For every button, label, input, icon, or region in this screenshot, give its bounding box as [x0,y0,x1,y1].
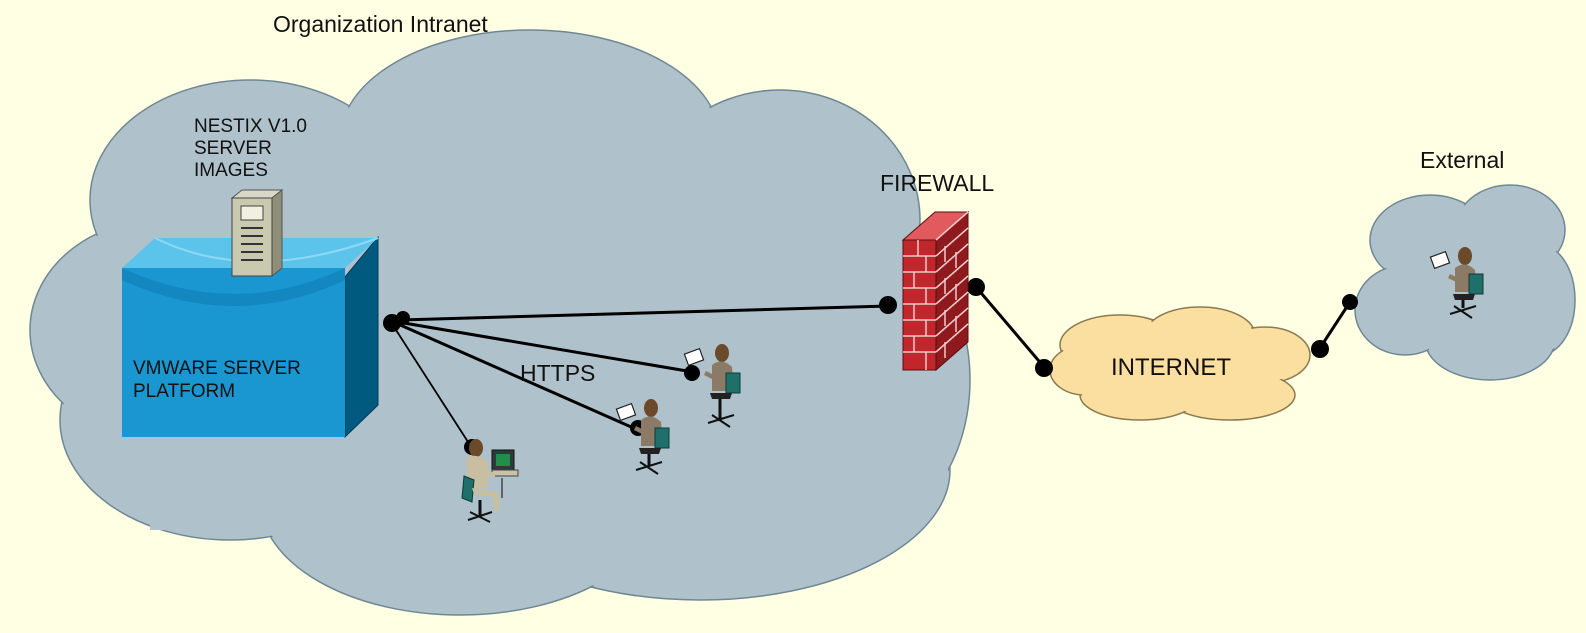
link-firewall-internet [974,286,1046,368]
desktop-user-icon [461,439,519,523]
link-platform-laptop-user-2 [397,322,639,432]
firewall-label: FIREWALL [880,170,994,196]
internet-cloud [1049,306,1311,421]
link-platform-workstation-user [395,329,471,446]
link-platform-laptop-user-1 [397,320,694,374]
internet-label: INTERNET [1111,354,1231,381]
server-tower-icon [230,188,284,278]
laptop-user-icon [615,399,670,475]
laptop-user-icon [1429,247,1484,319]
platform-label-line-2: PLATFORM [133,381,235,402]
external-cloud [1354,184,1576,381]
server-images-label-line-3: IMAGES [194,160,268,181]
intranet-label: Organization Intranet [273,11,488,37]
brick-wall-icon [901,210,970,372]
laptop-user-icon [683,344,741,428]
link-platform-firewall [399,304,889,322]
link-internet-external [1318,301,1352,349]
external-label: External [1420,147,1504,173]
https-label: HTTPS [520,360,595,386]
connection-lines [395,286,1352,446]
platform-label-line-1: VMWARE SERVER [133,358,301,379]
server-images-label-line-1: NESTIX V1.0 [194,116,307,137]
server-images-label-line-2: SERVER [194,138,272,159]
